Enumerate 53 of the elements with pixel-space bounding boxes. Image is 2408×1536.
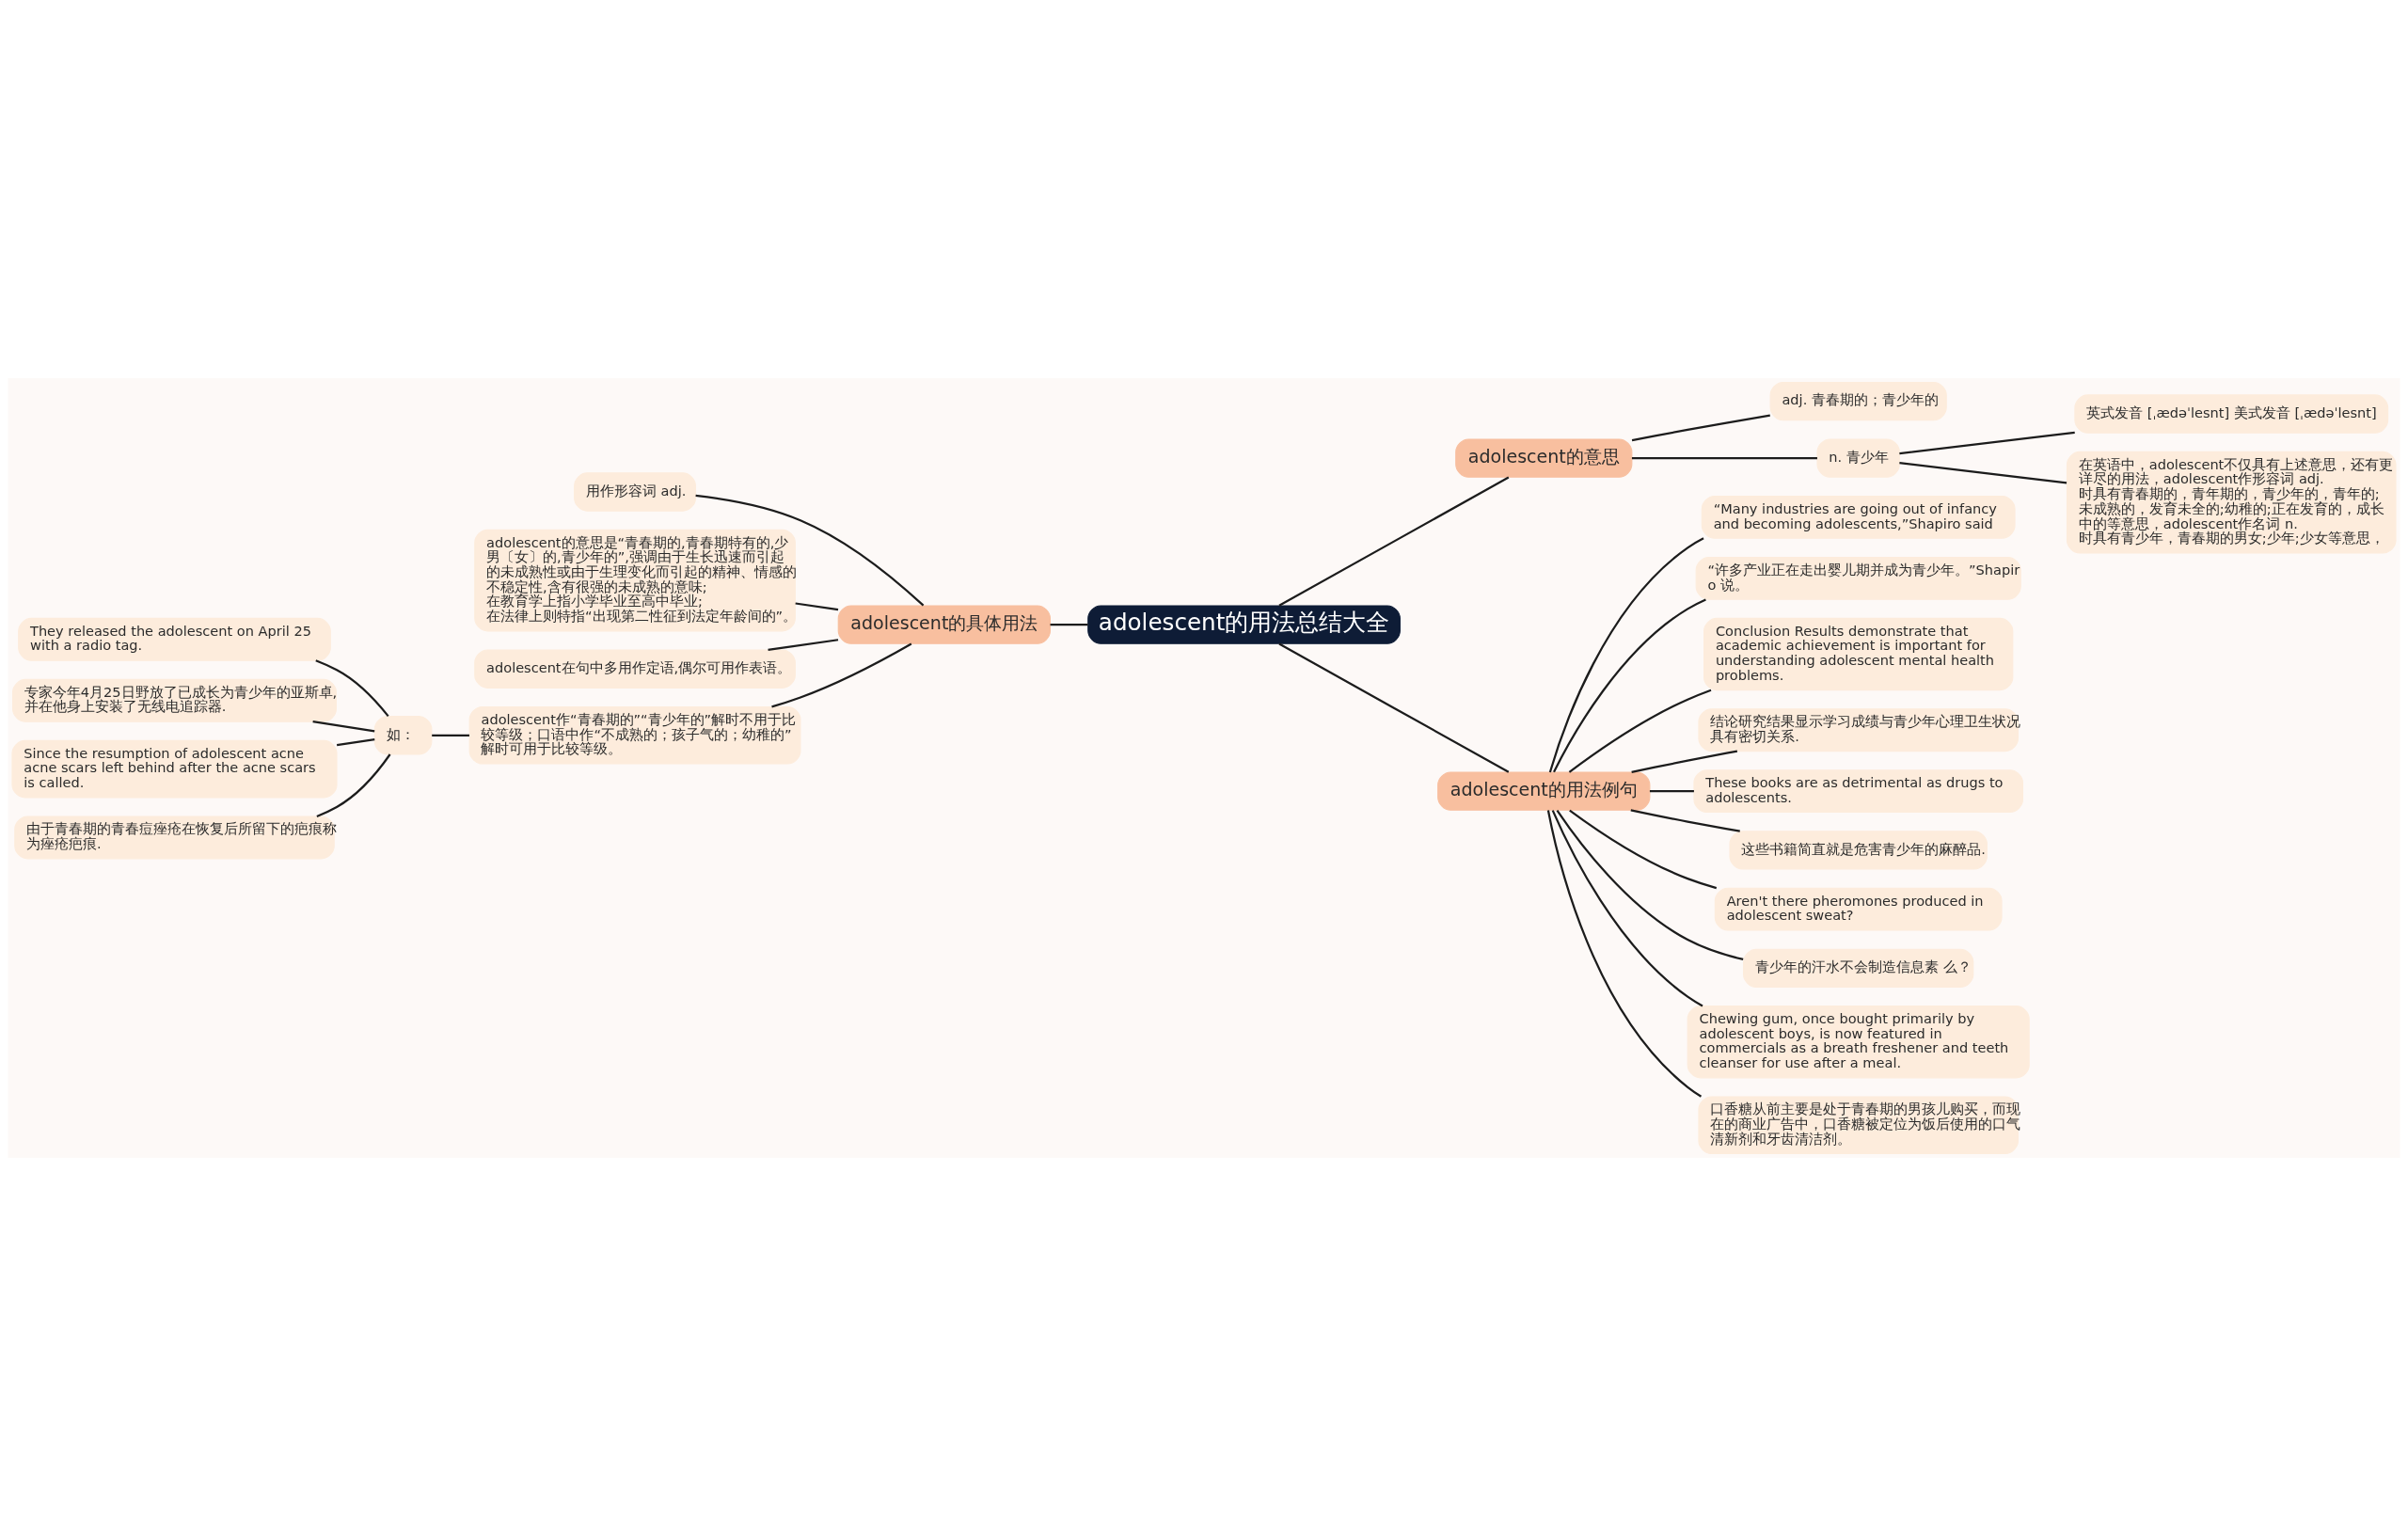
node-box: 结论研究结果显示学习成绩与青少年心理卫生状况具有密切关系. xyxy=(1698,708,2019,752)
connector xyxy=(795,602,839,611)
node-box: 英式发音 [ˌædəˈlesnt] 美式发音 [ˌædəˈlesnt] xyxy=(2074,394,2389,434)
connector xyxy=(1899,462,2067,484)
node-box: adolescent的具体用法 xyxy=(837,605,1051,644)
connector xyxy=(1649,790,1694,793)
connector xyxy=(336,738,375,747)
node-box: These books are as detrimental as drugs to adolescents. xyxy=(1693,769,2023,814)
node-box: 用作形容词 adj. xyxy=(574,472,697,512)
connector xyxy=(316,753,391,818)
node-box: Chewing gum, once bought primarily by adolescent boys, is now featured in commercials as a breath freshener and teeth cleanser for use after a meal. xyxy=(1687,1006,2030,1079)
node-box: “许多产业正在走出婴儿期并成为青少年。”Shapiro 说。 xyxy=(1695,556,2021,600)
connector xyxy=(1548,537,1704,773)
node-box: 专家今年4月25日野放了已成长为青少年的亚斯卓,并在他身上安装了无线电追踪器. xyxy=(11,678,337,722)
connector xyxy=(312,720,375,733)
connector xyxy=(768,639,839,652)
connector xyxy=(1631,750,1738,773)
node-box: adolescent作“青春期的”“青少年的”解时不用于比较等级；口语中作“不成熟的；孩子气的；幼稚的”解时可用于比较等级。 xyxy=(468,705,801,765)
node-box: 这些书籍简直就是危害青少年的麻醉品. xyxy=(1729,831,1988,870)
node-box: 口香糖从前主要是处于青春期的男孩儿购买，而现在的商业广告中，口香糖被定位为饭后使用的口气清新剂和牙齿清洁剂。 xyxy=(1698,1096,2019,1155)
connector xyxy=(432,734,469,736)
connector xyxy=(1553,598,1706,773)
node-box: adolescent的用法例句 xyxy=(1437,771,1651,811)
node-box: adolescent的用法总结大全 xyxy=(1087,605,1401,644)
node-box: “Many industries are going out of infancy and becoming adolescents,”Shapiro said xyxy=(1701,495,2016,539)
connector xyxy=(1278,476,1510,607)
node-box: adolescent的意思是“青春期的,青春期特有的,少男〔女〕的,青少年的”,强调由于生长迅速而引起的未成熟性或由于生理变化而引起的精神、情感的不稳定性,含有很强的未成熟的意味; 在教育学上指小学毕业至高中毕业; 在法律上则特指“出现第二性征到法定年龄间的”。 xyxy=(474,529,796,632)
node-box: adolescent在句中多用作定语,偶尔可用作表语。 xyxy=(474,649,796,689)
connector xyxy=(1551,810,1703,1007)
connector xyxy=(1546,810,1703,1098)
node-box: 由于青春期的青春痘痤疮在恢复后所留下的疤痕称为痤疮疤痕. xyxy=(14,816,335,860)
node-box: Since the resumption of adolescent acne acne scars left behind after the acne scars is called. xyxy=(11,739,338,799)
connector xyxy=(695,494,925,607)
connector xyxy=(1631,414,1770,442)
node-box: They released the adolescent on April 25 with a radio tag. xyxy=(18,617,331,661)
node-box: n. 青少年 xyxy=(1816,438,1900,478)
connector xyxy=(1569,809,1718,890)
connector xyxy=(1278,642,1510,773)
node-box: adolescent的意思 xyxy=(1455,438,1633,478)
connector xyxy=(771,642,912,708)
connector xyxy=(315,659,389,718)
node-box: adj. 青春期的；青少年的 xyxy=(1769,381,1947,421)
node-box: 如： xyxy=(373,716,433,755)
connector xyxy=(1556,809,1744,961)
node-box: 在英语中，adolescent不仅具有上述意思，还有更详尽的用法，adolescent作形容词 adj. 时具有青春期的，青年期的，青少年的，青年的;未成熟的，发育未全的;幼稚的;正在发育的，成长中的等意思，adolescent作名词 n. 时具有青少年，青春期的男女;少年;少女等意思， xyxy=(2066,451,2397,554)
node-box: Aren't there pheromones produced in adolescent sweat? xyxy=(1714,887,2003,931)
connector xyxy=(1568,689,1712,773)
connector xyxy=(1630,809,1740,832)
connector xyxy=(1631,457,1817,460)
connector xyxy=(1050,624,1088,626)
node-box: Conclusion Results demonstrate that academic achievement is important for understanding adolescent mental health problems. xyxy=(1703,617,2014,691)
node-box: 青少年的汗水不会制造信息素 么？ xyxy=(1743,948,1974,989)
connector xyxy=(1899,431,2075,455)
